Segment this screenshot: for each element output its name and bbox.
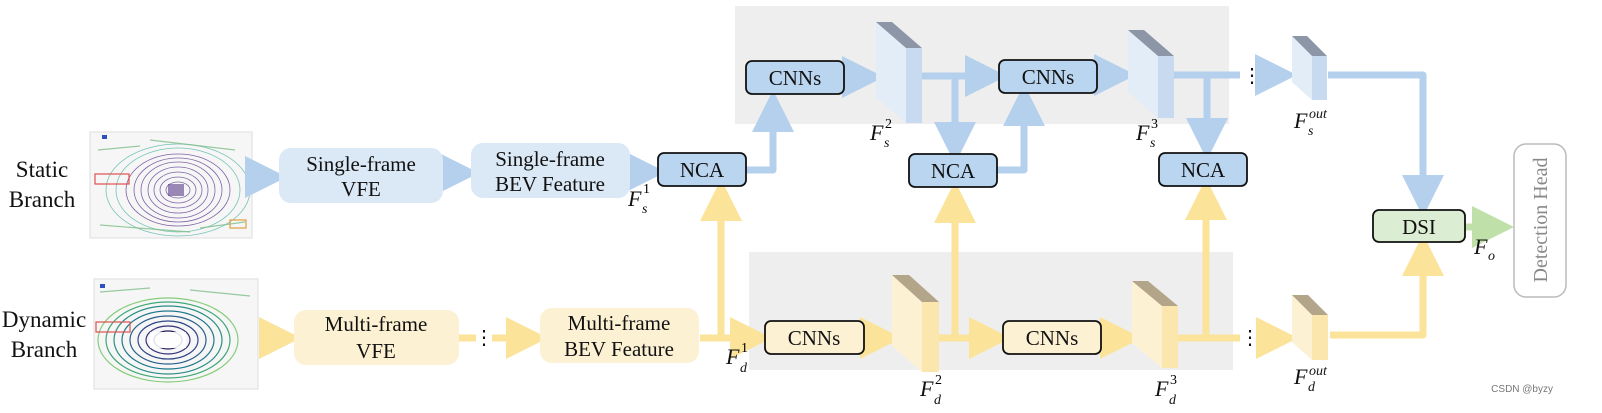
svg-text:F: F: [1135, 120, 1150, 145]
static-ellipsis: ⋮: [1242, 65, 1262, 87]
multi-vfe-ellipsis: ⋮: [474, 327, 494, 349]
feature-map-fs3: [1128, 30, 1174, 118]
arrow-nca2-to-cnn2: [997, 84, 1045, 174]
svg-text:d: d: [1308, 380, 1316, 395]
label-fs1: F s 1: [627, 182, 650, 217]
single-frame-bev-line2: BEV Feature: [495, 172, 605, 196]
nca-module-1-label: NCA: [680, 158, 725, 182]
single-frame-vfe-line2: VFE: [341, 177, 381, 201]
multi-frame-vfe-block: Multi-frame VFE: [294, 310, 459, 365]
multi-frame-bev-line1: Multi-frame: [568, 311, 671, 335]
feature-map-fs2: [876, 22, 922, 123]
dynamic-cnn-module-2: CNNs: [1002, 320, 1102, 355]
svg-text:2: 2: [885, 117, 892, 132]
feature-map-fd3: [1132, 281, 1178, 368]
arrow-fsout-to-dsi: [1328, 71, 1444, 217]
svg-text:F: F: [919, 376, 934, 401]
single-frame-bev-block: Single-frame BEV Feature: [471, 143, 630, 198]
dynamic-cnn-module-1: CNNs: [764, 320, 865, 355]
dynamic-branch-label-line1: Dynamic: [2, 307, 86, 332]
static-cnn-module-1: CNNs: [745, 60, 845, 95]
label-fs2: F s 2: [869, 117, 892, 151]
label-fs3: F s 3: [1135, 117, 1158, 151]
dsi-module: DSI: [1372, 209, 1466, 243]
svg-text:F: F: [1293, 108, 1308, 133]
svg-text:F: F: [725, 344, 740, 369]
label-fd2: F d 2: [919, 373, 942, 408]
svg-text:3: 3: [1151, 117, 1158, 132]
multi-frame-bev-line2: BEV Feature: [564, 337, 674, 361]
label-fd-out: F d out: [1293, 364, 1328, 395]
multi-frame-vfe-line2: VFE: [356, 339, 396, 363]
static-point-cloud-image: [89, 131, 253, 239]
detection-head-label: Detection Head: [1530, 158, 1552, 283]
svg-text:1: 1: [643, 182, 650, 197]
label-fo: F o: [1473, 234, 1495, 264]
static-cnn-module-1-label: CNNs: [769, 66, 822, 90]
dynamic-cnn-module-1-label: CNNs: [788, 326, 841, 350]
svg-text:3: 3: [1170, 373, 1177, 388]
detection-head-block: Detection Head: [1513, 143, 1567, 298]
static-cnn-module-2-label: CNNs: [1022, 65, 1075, 89]
svg-text:d: d: [1169, 393, 1177, 408]
arrow-nca1-to-cnn1: [746, 90, 794, 174]
svg-text:d: d: [934, 393, 942, 408]
svg-text:s: s: [642, 202, 648, 217]
dsi-module-label: DSI: [1402, 215, 1436, 239]
svg-text:2: 2: [935, 373, 942, 388]
svg-text:d: d: [740, 361, 748, 376]
label-fs-out: F s out: [1293, 107, 1328, 139]
single-frame-bev-line1: Single-frame: [495, 147, 605, 171]
multi-frame-vfe-line1: Multi-frame: [325, 312, 428, 336]
dynamic-point-cloud-image: [93, 278, 259, 390]
svg-text:out: out: [1309, 364, 1328, 379]
watermark: CSDN @byzy: [1491, 384, 1553, 395]
feature-map-fd-out: [1292, 295, 1328, 360]
label-fd3: F d 3: [1154, 373, 1177, 408]
svg-text:F: F: [869, 120, 884, 145]
static-branch-label-line2: Branch: [9, 187, 76, 212]
svg-text:1: 1: [741, 341, 748, 356]
dynamic-branch-label-line2: Branch: [11, 337, 78, 362]
dynamic-cnn-module-2-label: CNNs: [1026, 326, 1079, 350]
svg-text:F: F: [1154, 376, 1169, 401]
single-frame-vfe-line1: Single-frame: [306, 152, 416, 176]
arrow-fdout-to-dsi: [1330, 234, 1444, 339]
feature-map-fs-out: [1292, 36, 1327, 100]
svg-text:F: F: [1293, 364, 1308, 389]
feature-map-fd2: [892, 275, 939, 372]
svg-text:s: s: [884, 136, 890, 151]
nca-module-1: NCA: [657, 152, 747, 187]
multi-frame-bev-block: Multi-frame BEV Feature: [540, 308, 699, 363]
single-frame-vfe-block: Single-frame VFE: [279, 148, 443, 203]
svg-text:out: out: [1309, 107, 1328, 122]
svg-text:F: F: [1473, 234, 1488, 259]
static-cnn-module-2: CNNs: [998, 59, 1098, 94]
nca-module-3: NCA: [1158, 152, 1248, 187]
svg-text:o: o: [1488, 249, 1495, 264]
svg-text:s: s: [1150, 136, 1156, 151]
dynamic-ellipsis: ⋮: [1240, 327, 1260, 349]
nca-module-3-label: NCA: [1181, 158, 1226, 182]
svg-text:s: s: [1308, 124, 1314, 139]
nca-module-2: NCA: [908, 153, 998, 188]
static-branch-label-line1: Static: [16, 157, 68, 182]
nca-module-2-label: NCA: [931, 159, 976, 183]
label-fd1: F d 1: [725, 341, 748, 376]
svg-text:F: F: [627, 186, 642, 211]
